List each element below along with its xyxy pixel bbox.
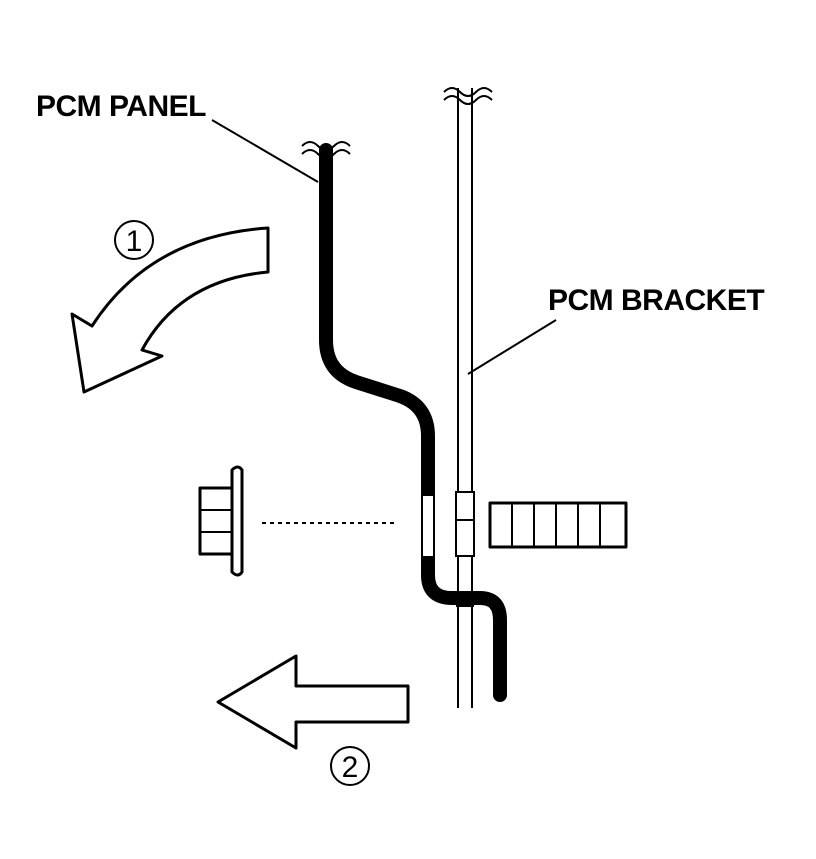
pcm-bracket: [443, 87, 493, 708]
pcm-panel-leader-line: [211, 119, 319, 183]
pcm-bracket-label: PCM BRACKET: [548, 284, 764, 317]
step-1-number: 1: [126, 225, 143, 258]
bracket-break-mark: [443, 87, 493, 105]
step-1-marker: 1: [114, 220, 154, 260]
pcm-panel: [301, 141, 507, 702]
step-2-number: 2: [342, 751, 359, 784]
stud-bolt: [488, 501, 628, 549]
step-2-marker: 2: [330, 746, 370, 786]
nut: [198, 465, 244, 577]
curved-arrow-step-1: [70, 226, 270, 394]
panel-break-mark: [301, 141, 351, 159]
straight-arrow-step-2: [216, 654, 410, 750]
pcm-panel-label: PCM PANEL: [36, 90, 206, 123]
pcm-bracket-leader-line: [467, 319, 557, 375]
